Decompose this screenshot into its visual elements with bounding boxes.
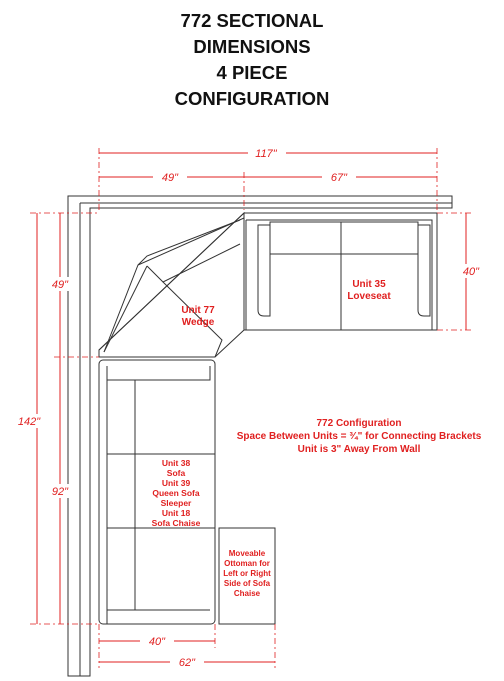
- title-line-1: 772 SECTIONAL: [180, 10, 324, 31]
- dim-loveseat-depth: 40": [463, 266, 480, 278]
- sofa-label: Unit 38 Sofa Unit 39 Queen Sofa Sleeper …: [152, 458, 201, 528]
- dim-wedge-width: 49": [162, 172, 179, 184]
- svg-text:Moveable: Moveable: [229, 549, 266, 558]
- page-title: 772 SECTIONAL DIMENSIONS 4 PIECE CONFIGU…: [0, 8, 504, 112]
- svg-text:Wedge: Wedge: [182, 317, 215, 328]
- top-dimensions: [98, 147, 438, 210]
- dim-total-depth: 142": [18, 416, 41, 428]
- wedge-unit: [98, 211, 245, 358]
- svg-text:Left or Right: Left or Right: [223, 569, 271, 578]
- dim-loveseat-width: 67": [331, 172, 348, 184]
- svg-text:Queen Sofa: Queen Sofa: [152, 488, 200, 498]
- note-wall: Unit is 3" Away From Wall: [298, 444, 421, 455]
- title-line-2: DIMENSIONS: [193, 36, 311, 57]
- dim-sofa-length: 92": [52, 486, 69, 498]
- svg-text:Unit 77: Unit 77: [181, 305, 215, 316]
- svg-text:Chaise: Chaise: [234, 589, 261, 598]
- right-dimensions: [437, 212, 484, 331]
- dim-wedge-depth: 49": [52, 279, 69, 291]
- wedge-label: Unit 77 Wedge: [181, 305, 215, 328]
- loveseat-label: Unit 35 Loveseat: [347, 279, 391, 302]
- svg-text:Sofa: Sofa: [167, 468, 186, 478]
- svg-text:Ottoman for: Ottoman for: [224, 559, 270, 568]
- note-spacing: Space Between Units = ¾" for Connecting …: [237, 431, 482, 442]
- left-dimensions: [10, 212, 99, 625]
- svg-text:Unit 39: Unit 39: [162, 478, 191, 488]
- sofa-unit: [98, 359, 216, 625]
- svg-text:Unit 18: Unit 18: [162, 508, 191, 518]
- dim-sofa-depth: 40": [149, 636, 166, 648]
- svg-text:Sofa Chaise: Sofa Chaise: [152, 518, 201, 528]
- ottoman-unit: [218, 527, 276, 625]
- note-config: 772 Configuration: [316, 418, 401, 429]
- walls: [67, 195, 453, 677]
- svg-text:Side of Sofa: Side of Sofa: [224, 579, 271, 588]
- ottoman-label: Moveable Ottoman for Left or Right Side …: [223, 549, 271, 598]
- title-line-4: CONFIGURATION: [174, 88, 330, 109]
- svg-text:Sleeper: Sleeper: [161, 498, 192, 508]
- dim-total-width: 117": [255, 148, 278, 160]
- bottom-dimensions: [98, 624, 276, 668]
- svg-text:Unit 35: Unit 35: [352, 279, 386, 290]
- svg-text:Loveseat: Loveseat: [347, 291, 391, 302]
- title-line-3: 4 PIECE: [216, 62, 288, 83]
- svg-text:Unit 38: Unit 38: [162, 458, 191, 468]
- configuration-notes: 772 Configuration Space Between Units = …: [237, 418, 482, 455]
- dim-sofa-with-ottoman: 62": [179, 657, 196, 669]
- loveseat-unit: [243, 212, 438, 331]
